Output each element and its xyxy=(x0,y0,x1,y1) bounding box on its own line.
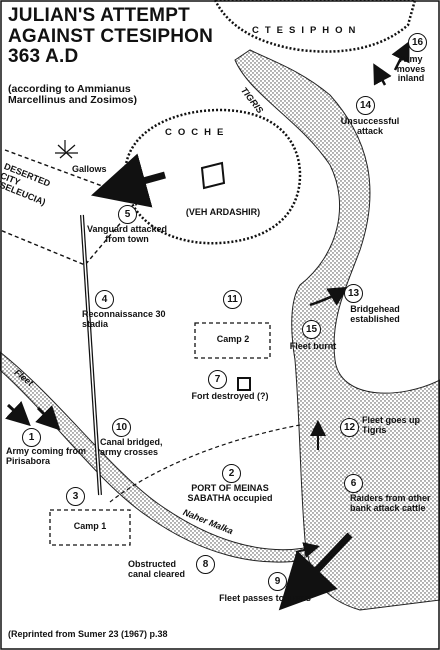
event-9-number: 9 xyxy=(268,572,287,591)
event-16-number: 16 xyxy=(408,33,427,52)
event-7-number: 7 xyxy=(208,370,227,389)
event-4-label: Reconnaissance 30 stadia xyxy=(82,309,166,329)
event-9-label: Fleet passes to Tigris xyxy=(219,593,311,603)
event-11-number: 11 xyxy=(223,290,242,309)
event-15-label: Fleet burnt xyxy=(289,341,337,351)
canal-route-dashed xyxy=(109,424,301,503)
event-10-number: 10 xyxy=(112,418,131,437)
event-13-label: Bridgehead established xyxy=(350,304,400,324)
event-7-label: Fort destroyed (?) xyxy=(191,391,269,401)
attack-arrow xyxy=(373,63,392,86)
camp2-box xyxy=(194,322,271,359)
army-arrow-1 xyxy=(5,401,31,427)
event-10-label: Canal bridged, army crosses xyxy=(100,437,163,457)
event-2-label: PORT OF MEINAS SABATHA occupied xyxy=(187,483,273,503)
gallows-label: Gallows xyxy=(72,164,107,174)
event-6-number: 6 xyxy=(344,474,363,493)
source-credit: (Reprinted from Sumer 23 (1967) p.38 xyxy=(8,629,168,639)
event-14-number: 14 xyxy=(356,96,375,115)
event-3-number: 3 xyxy=(66,487,85,506)
event-1-number: 1 xyxy=(22,428,41,447)
fleet-arrow xyxy=(35,405,61,431)
bridgehead-arrow xyxy=(309,286,349,307)
event-4-number: 4 xyxy=(95,290,114,309)
event-8-number: 8 xyxy=(196,555,215,574)
event-1-label: Army coming from Pirisabora xyxy=(6,446,87,466)
event-6-label: Raiders from other bank attack cattle xyxy=(350,493,431,513)
camp2-label: Camp 2 xyxy=(216,334,250,344)
camp1-box xyxy=(49,509,131,546)
event-8-label: Obstructed canal cleared xyxy=(128,559,186,579)
coche-label: COCHE xyxy=(165,127,230,138)
event-14-label: Unsuccessful attack xyxy=(340,116,400,136)
ctesiphon-wall xyxy=(213,0,417,53)
event-12-label: Fleet goes up Tigris xyxy=(362,415,421,435)
coche-wall xyxy=(123,108,302,245)
map-title: JULIAN'S ATTEMPT AGAINST CTESIPHON 363 A… xyxy=(8,5,214,68)
event-2-number: 2 xyxy=(222,464,241,483)
canal-cleared-arrow xyxy=(295,542,320,558)
event-13-number: 13 xyxy=(344,284,363,303)
deserted-city-boundary xyxy=(0,149,142,266)
ctesiphon-label: CTESIPHON xyxy=(252,25,362,36)
event-15-number: 15 xyxy=(302,320,321,339)
veh-ardashir-fort xyxy=(200,161,226,190)
event-16-label: Army moves inland xyxy=(396,54,426,84)
vanguard-arrow xyxy=(91,153,166,208)
event-5-label: Vanguard attacked from town xyxy=(86,224,168,244)
inland-arrow xyxy=(391,41,410,71)
camp1-label: Camp 1 xyxy=(73,521,107,531)
event-12-number: 12 xyxy=(340,418,359,437)
reconnaissance-route-inner xyxy=(81,214,101,496)
veh-ardashir-label: (VEH ARDASHIR) xyxy=(185,207,261,217)
event-5-number: 5 xyxy=(118,205,137,224)
fleet-passes-arrow xyxy=(278,532,353,611)
map-subtitle: (according to Ammianus Marcellinus and Z… xyxy=(8,83,137,107)
fort-destroyed-icon xyxy=(237,377,251,391)
gallows-icon xyxy=(55,140,78,159)
